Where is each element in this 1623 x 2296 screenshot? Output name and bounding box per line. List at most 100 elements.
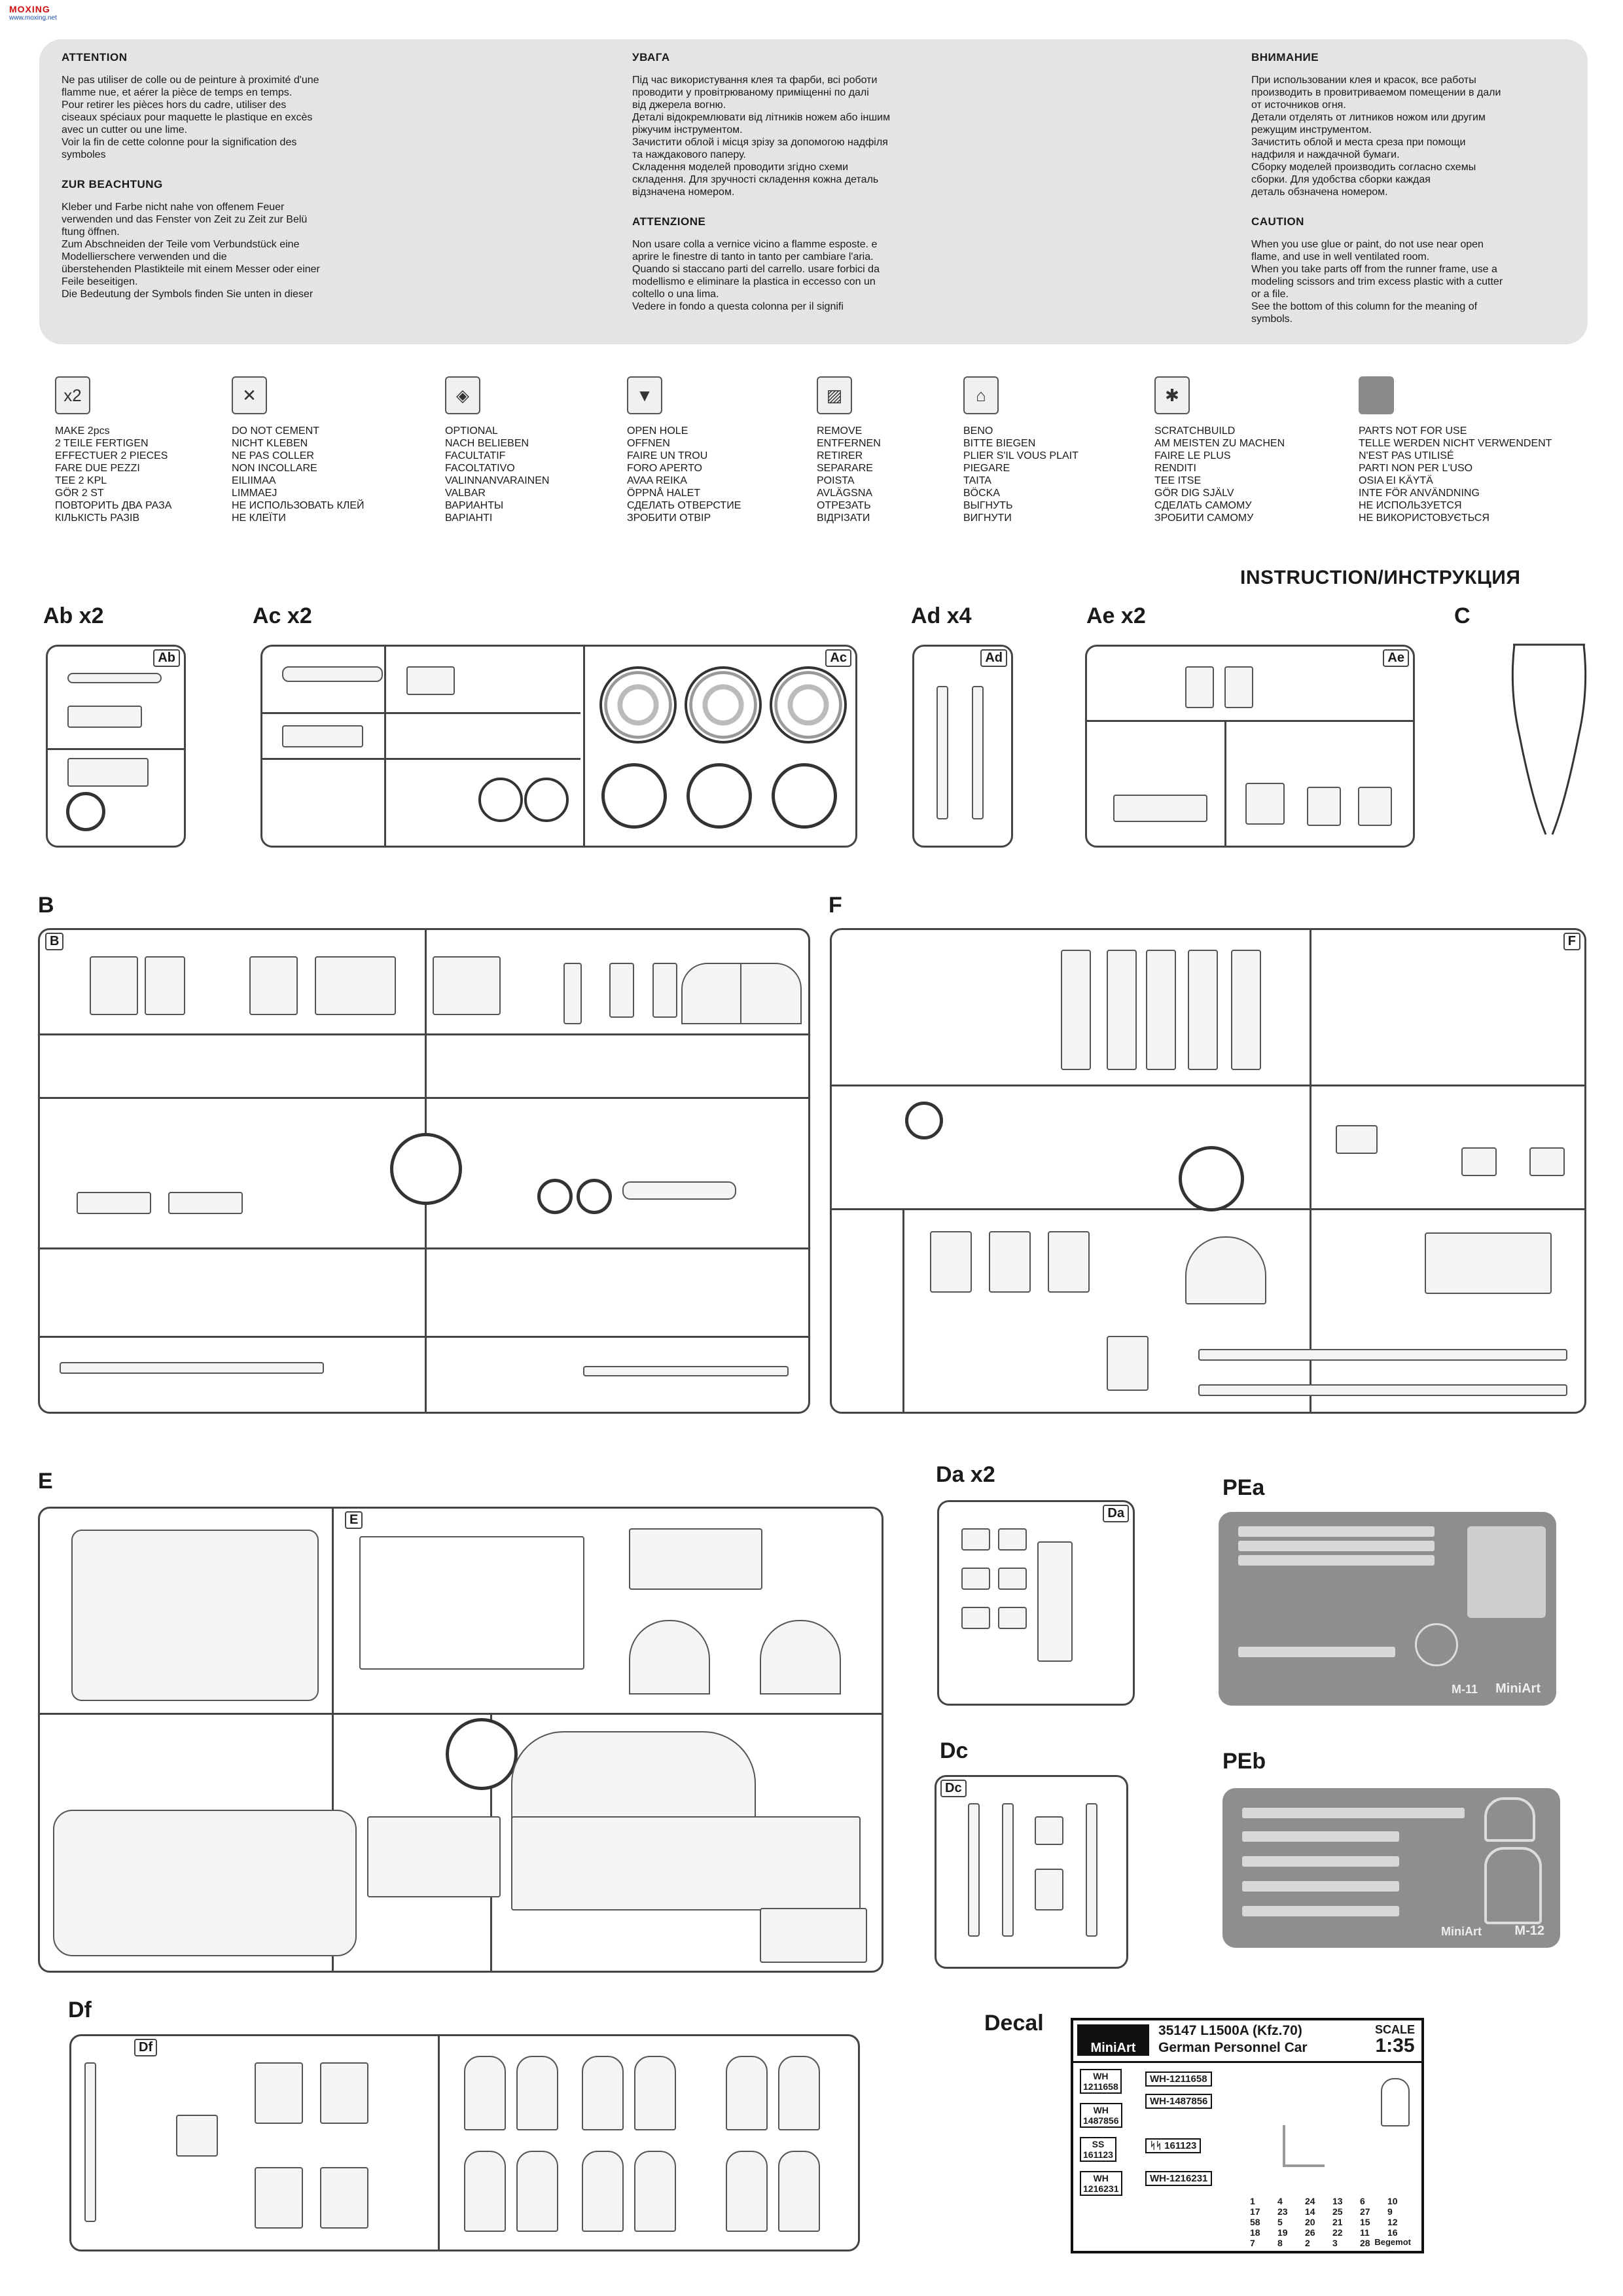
part-steering-wheel: [905, 1102, 943, 1139]
decal-number: 19: [1277, 2227, 1288, 2238]
decal-scale-value: 1:35: [1375, 2035, 1415, 2056]
decal-number: 28: [1360, 2238, 1370, 2248]
part-floor: [1425, 1232, 1552, 1294]
part-rod: [1002, 1803, 1014, 1937]
symbol-optional: ◈ OPTIONAL NACH BELIEBEN FACULTATIF FACO…: [445, 376, 596, 524]
part-side-rail: [1061, 950, 1091, 1070]
part-block: [961, 1607, 990, 1629]
parts-not-for-use-icon: [1359, 376, 1394, 414]
part-fender: [629, 1620, 710, 1695]
decal-long-plate: ᛋᛋ 161123: [1145, 2138, 1202, 2153]
symbol-do-not-cement: ✕ DO NOT CEMENT NICHT KLEBEN NE PAS COLL…: [232, 376, 382, 524]
part-bracket: [1035, 1869, 1063, 1910]
instruction-title: INSTRUCTION/ИНСТРУКЦИЯ: [1240, 567, 1521, 588]
part-link: [282, 725, 363, 747]
decal-number: 11: [1360, 2227, 1370, 2238]
decal-number: 12: [1387, 2217, 1398, 2227]
decal-number: 1: [1250, 2196, 1255, 2206]
part-window: [582, 2151, 624, 2232]
part-door-panel: [320, 2062, 368, 2124]
decal-number: 25: [1332, 2206, 1343, 2217]
warning-text: Kleber und Farbe nicht nahe von offenem …: [62, 202, 320, 300]
part-wheel-hub: [66, 792, 105, 831]
sprue-center-ring: [390, 1133, 462, 1205]
pe-strip: [1238, 1526, 1435, 1537]
symbol-text: REMOVE ENTFERNEN RETIRER SEPARARE POISTA…: [817, 425, 881, 524]
decal-byline: Begemot: [1374, 2237, 1411, 2247]
part-bracket: [406, 666, 455, 695]
sprue-tag: Ab: [153, 649, 180, 667]
part-fender: [681, 963, 743, 1024]
part-panel: [1113, 795, 1207, 822]
part-rear-body: [511, 1731, 756, 1819]
pe-strip: [1242, 1856, 1399, 1867]
pe-sheet-code: M-11: [1451, 1683, 1478, 1696]
decal-shape: [1283, 2125, 1325, 2167]
part-fender: [740, 963, 802, 1024]
sprue-tag: E: [345, 1511, 363, 1529]
pe-strip: [1238, 1541, 1435, 1551]
photo-etch-peb: MiniArt M-12: [1222, 1788, 1560, 1948]
part-spring: [282, 666, 383, 682]
part-bracket: [1035, 1816, 1063, 1845]
warning-text: Non usare colla a vernice vicino a flamm…: [632, 239, 880, 312]
part-lever: [1185, 666, 1214, 708]
part-panel: [145, 956, 185, 1015]
decal-kit-number: 35147 L1500A (Kfz.70): [1158, 2023, 1302, 2038]
sprue-label-ac: Ac x2: [253, 603, 312, 628]
decal-number: 8: [1277, 2238, 1283, 2248]
part-tire-ring: [772, 763, 837, 829]
sprue-label-b: B: [38, 893, 54, 918]
decal-plate: WH 1487856: [1080, 2103, 1122, 2128]
decal-number: 22: [1332, 2227, 1343, 2238]
sprue-label-ad: Ad x4: [911, 603, 972, 628]
decal-number: 27: [1360, 2206, 1370, 2217]
decal-number: 5: [1277, 2217, 1283, 2227]
sprue-ab: Ab: [46, 645, 186, 848]
part-window: [516, 2151, 558, 2232]
part-window: [726, 2056, 768, 2130]
pe-frame: [1484, 1797, 1535, 1842]
sprue-tag: Dc: [940, 1780, 967, 1797]
part-floor-pan: [53, 1810, 357, 1956]
part-grille: [1245, 783, 1285, 825]
site-logo-url: www.moxing.net: [9, 14, 57, 22]
part-rail: [563, 963, 582, 1024]
part-panel: [760, 1908, 867, 1963]
warning-text: При использовании клея и красок, все раб…: [1251, 75, 1501, 198]
warning-title: ATTENTION: [62, 51, 128, 63]
symbol-text: DO NOT CEMENT NICHT KLEBEN NE PAS COLLER…: [232, 425, 365, 524]
part-panel: [989, 1231, 1031, 1293]
part-drum: [524, 778, 569, 822]
part-block: [168, 1192, 243, 1214]
decal-number: 3: [1332, 2238, 1338, 2248]
warning-column-ua-it: УВАГА Під час використування клея та фар…: [632, 51, 999, 330]
part-grille: [609, 963, 634, 1018]
symbol-bend: ⌂ BENO BITTE BIEGEN PLIER S'IL VOUS PLAI…: [963, 376, 1114, 524]
sprue-label-peb: PEb: [1222, 1749, 1266, 1774]
part-chassis-rail: [1198, 1384, 1567, 1396]
symbol-text: OPEN HOLE OFFNEN FAIRE UN TROU FORO APER…: [627, 425, 741, 524]
optional-icon: ◈: [445, 376, 480, 414]
part-radiator: [249, 956, 298, 1015]
part-block: [961, 1528, 990, 1551]
part-window: [726, 2151, 768, 2232]
decal-header: MiniArt 35147 L1500A (Kfz.70) German Per…: [1073, 2020, 1421, 2063]
no-glue-icon: ✕: [232, 376, 267, 414]
warning-column-ru-en: ВНИМАНИЕ При использовании клея и красок…: [1251, 51, 1578, 342]
sprue-df: Df: [69, 2034, 860, 2251]
part-fender: [760, 1620, 841, 1695]
part-block: [998, 1607, 1027, 1629]
part-block: [998, 1528, 1027, 1551]
sprue-f: F: [830, 928, 1586, 1414]
part-side-rail: [1146, 950, 1176, 1070]
part-panel: [1307, 787, 1341, 826]
part-panel: [1037, 1541, 1073, 1662]
symbol-parts-not-for-use: PARTS NOT FOR USE TELLE WERDEN NICHT VER…: [1359, 376, 1575, 524]
pe-grille-mesh: [1467, 1526, 1546, 1618]
photo-etch-pea: M-11 MiniArt: [1219, 1512, 1556, 1706]
part-window: [634, 2151, 676, 2232]
pe-strip: [1238, 1647, 1395, 1657]
part-windshield-frame: [71, 1530, 319, 1701]
part-seat: [1529, 1147, 1565, 1176]
